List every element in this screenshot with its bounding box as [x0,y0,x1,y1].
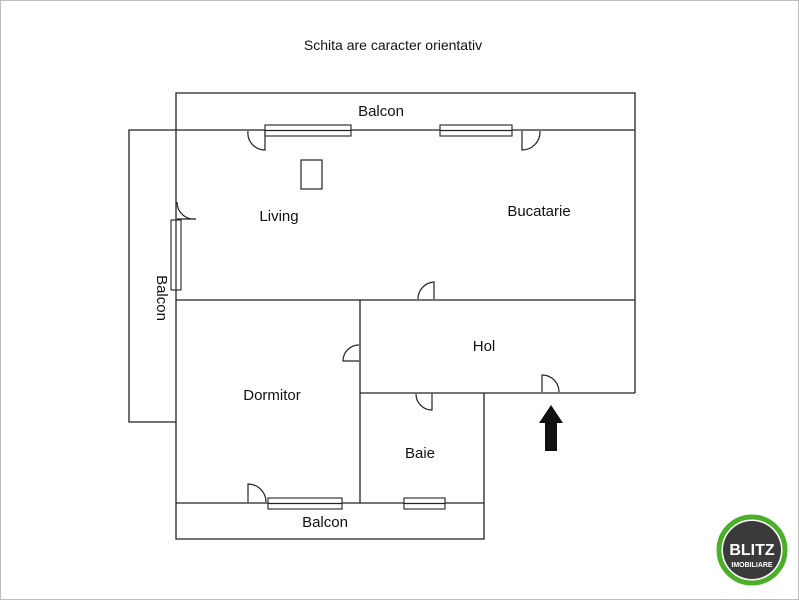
logo-sub: IMOBILIARE [731,562,773,569]
room-label-baie: Baie [405,445,435,462]
arrow-up-icon [539,405,563,451]
balcony-left [128,129,176,423]
plan-note: Schita are caracter orientativ [304,37,482,53]
room-label-living: Living [259,208,298,225]
room-label-balcon-left: Balcon [153,275,170,321]
room-label-hol: Hol [473,338,496,355]
doors [176,130,560,503]
logo-disc [723,521,781,579]
room-label-balcon-bottom: Balcon [302,514,348,531]
room-label-bucatarie: Bucatarie [507,203,570,220]
balcony-top [175,92,636,130]
logo-name: BLITZ [729,542,775,559]
logo-ring [716,514,788,586]
windows [170,124,513,510]
fixture-rect [300,159,323,190]
room-label-balcon-top: Balcon [358,103,404,120]
room-label-dormitor: Dormitor [243,387,301,404]
blitz-logo: BLITZ IMOBILIARE [716,514,788,586]
balcony-bottom [175,503,485,540]
